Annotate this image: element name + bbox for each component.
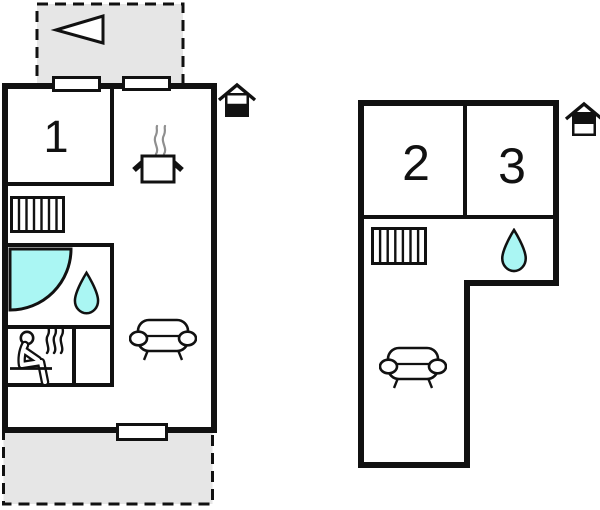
window-top-right	[122, 76, 171, 91]
water-drop-icon-upper	[500, 228, 528, 273]
upper-wall-left	[358, 100, 364, 468]
window-bottom	[116, 423, 168, 441]
direction-arrow-icon	[50, 13, 105, 45]
sauna-person-icon	[10, 330, 52, 386]
upper-wall-right	[553, 100, 559, 286]
heat-waves-icon	[45, 327, 65, 355]
sofa-icon	[129, 318, 197, 361]
wall-bath-right	[110, 243, 114, 387]
sofa-icon-upper	[379, 346, 447, 389]
wall-sauna-top	[8, 325, 114, 329]
kitchen-pot-icon	[132, 124, 184, 184]
wall-room1-bottom	[8, 182, 114, 186]
shower-icon	[8, 247, 73, 312]
upper-wall-top	[358, 100, 559, 106]
room-2-label: 2	[402, 135, 430, 191]
house-level-upper-icon	[564, 101, 600, 136]
stairs-icon-upper	[371, 227, 427, 265]
stairs-icon	[10, 196, 65, 233]
upper-wall-step	[464, 280, 559, 286]
wall-room1-right	[110, 89, 114, 186]
wall-sauna-bottom	[8, 383, 114, 387]
wall-rooms-bottom	[364, 215, 553, 219]
upper-floor-interior-arm	[364, 106, 464, 462]
upper-wall-right-lower	[464, 280, 470, 468]
upper-wall-bottom	[358, 462, 470, 468]
wall-bath-top	[8, 243, 114, 247]
wall-room2-room3-divider	[463, 106, 467, 219]
terrace-bottom	[2, 428, 214, 506]
house-level-ground-icon	[217, 82, 257, 117]
room-1-label: 1	[43, 110, 69, 162]
window-top-left	[52, 76, 101, 92]
wall-sauna-divider	[72, 327, 76, 385]
room-3-label: 3	[498, 138, 526, 194]
water-drop-icon	[73, 270, 100, 315]
